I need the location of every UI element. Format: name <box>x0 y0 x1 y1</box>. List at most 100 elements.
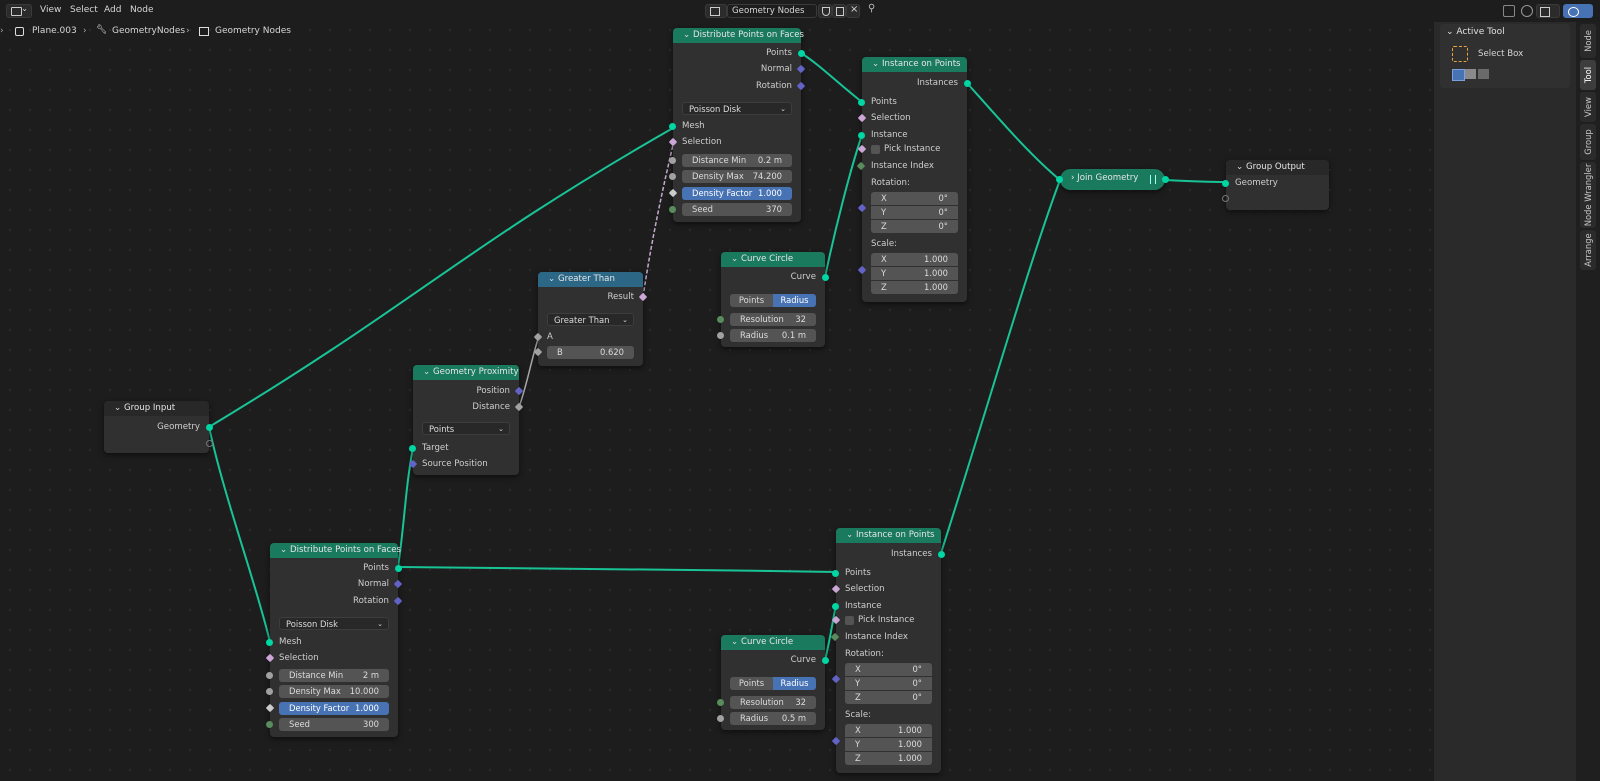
node-header[interactable]: ⌄Distribute Points on Faces <box>270 543 401 558</box>
input-socket-points[interactable] <box>858 99 865 106</box>
input-socket-geometry[interactable] <box>1222 180 1229 187</box>
output-socket-geometry[interactable] <box>206 424 213 431</box>
select-box-tool-icon[interactable] <box>1452 46 1468 62</box>
output-socket-instances[interactable] <box>938 551 945 558</box>
input-socket-geometry[interactable] <box>1056 176 1063 183</box>
input-socket-distance-min[interactable] <box>266 672 273 679</box>
distribute-method-dropdown[interactable]: Poisson Disk⌄ <box>279 617 389 630</box>
input-socket-target[interactable] <box>409 445 416 452</box>
node-tree-name-field[interactable]: Geometry Nodes <box>727 4 817 18</box>
mode-radius-button[interactable]: Radius <box>773 677 816 690</box>
tab-node-wrangler[interactable]: Node Wrangler <box>1580 162 1596 228</box>
compare-operation-dropdown[interactable]: Greater Than⌄ <box>547 313 634 326</box>
input-socket-instance[interactable] <box>832 603 839 610</box>
breadcrumb-node-tree[interactable]: Geometry Nodes <box>215 26 291 36</box>
tab-view[interactable]: View <box>1580 92 1596 122</box>
duplicate-tree-button[interactable] <box>832 4 846 18</box>
input-socket-resolution[interactable] <box>717 699 724 706</box>
node-header[interactable]: ⌄Group Output <box>1226 160 1329 175</box>
collapse-icon[interactable]: ⌄ <box>846 530 854 540</box>
node-header[interactable]: ⌄Curve Circle <box>721 635 825 650</box>
output-socket-geometry[interactable] <box>1162 176 1169 183</box>
sidebar-toggle-button[interactable] <box>1563 4 1593 18</box>
output-socket-curve[interactable] <box>822 657 829 664</box>
mode-new-icon[interactable] <box>1452 69 1465 81</box>
browse-node-tree-button[interactable] <box>705 4 727 18</box>
node-header[interactable]: ⌄Group Input <box>104 401 209 416</box>
mode-extend-icon[interactable] <box>1465 69 1476 79</box>
breadcrumb-modifier[interactable]: GeometryNodes <box>112 26 186 36</box>
fake-user-button[interactable] <box>818 4 832 18</box>
pin-icon[interactable]: ⚲ <box>868 3 876 14</box>
overlay-icon[interactable] <box>1521 5 1533 17</box>
collapse-icon[interactable]: ⌄ <box>280 545 288 555</box>
node-header[interactable]: ⌄Greater Than <box>538 272 643 287</box>
output-socket-curve[interactable] <box>822 274 829 281</box>
mode-subtract-icon[interactable] <box>1478 69 1489 79</box>
menu-view[interactable]: View <box>40 5 62 15</box>
input-socket-instance[interactable] <box>858 132 865 139</box>
panel-header[interactable]: ⌄ Active Tool <box>1446 27 1505 37</box>
output-socket-instances[interactable] <box>964 80 971 87</box>
input-socket-points[interactable] <box>832 570 839 577</box>
input-socket-distance-min[interactable] <box>669 157 676 164</box>
input-socket-density-max[interactable] <box>669 173 676 180</box>
tab-tool[interactable]: Tool <box>1580 60 1596 90</box>
menu-node[interactable]: Node <box>130 5 154 15</box>
input-socket-resolution[interactable] <box>717 316 724 323</box>
collapse-icon[interactable]: ⌄ <box>1236 162 1244 172</box>
instance-on-points-node-bottom[interactable]: ⌄Instance on Points Instances Points Sel… <box>830 528 945 773</box>
output-socket-points[interactable] <box>798 50 805 57</box>
input-socket-radius[interactable] <box>717 332 724 339</box>
group-input-node[interactable]: ⌄Group Input Geometry <box>104 401 213 453</box>
breadcrumb-object[interactable]: Plane.003 <box>32 26 77 36</box>
input-socket-seed[interactable] <box>669 206 676 213</box>
output-socket-empty[interactable] <box>206 440 213 447</box>
geometry-proximity-node[interactable]: ⌄Geometry Proximity Position Distance Po… <box>408 365 524 475</box>
collapse-icon[interactable]: ⌄ <box>548 274 556 284</box>
unlink-tree-button[interactable]: × <box>846 4 860 18</box>
distribute-points-node-top[interactable]: ⌄Distribute Points on Faces Points Norma… <box>668 28 806 222</box>
instance-on-points-node-top[interactable]: ⌄Instance on Points Instances Points Sel… <box>856 57 971 302</box>
input-socket-seed[interactable] <box>266 721 273 728</box>
distribute-points-node-bottom[interactable]: ⌄Distribute Points on Faces Points Norma… <box>265 543 403 737</box>
pick-instance-checkbox[interactable] <box>845 616 854 625</box>
collapse-icon[interactable]: ⌄ <box>731 637 739 647</box>
curve-circle-node-bottom[interactable]: ⌄Curve Circle Curve Points Radius Resolu… <box>717 635 829 730</box>
tab-arrange[interactable]: Arrange <box>1580 230 1596 270</box>
group-output-node[interactable]: ⌄Group Output Geometry <box>1222 160 1329 210</box>
tab-node[interactable]: Node <box>1580 24 1596 58</box>
output-socket-points[interactable] <box>395 565 402 572</box>
node-header[interactable]: ⌄Instance on Points <box>836 528 941 543</box>
collapse-icon[interactable]: ⌄ <box>683 30 691 40</box>
editor-type-button[interactable]: ⌄ <box>6 4 32 18</box>
collapse-icon[interactable]: ⌄ <box>731 254 739 264</box>
collapse-icon[interactable]: ⌄ <box>872 59 880 69</box>
join-geometry-node[interactable]: › Join Geometry <box>1056 169 1169 190</box>
collapse-icon[interactable]: ⌄ <box>423 367 431 377</box>
tab-group[interactable]: Group <box>1580 124 1596 160</box>
input-socket-empty[interactable] <box>1222 195 1229 202</box>
collapse-icon[interactable]: ⌄ <box>114 403 122 413</box>
